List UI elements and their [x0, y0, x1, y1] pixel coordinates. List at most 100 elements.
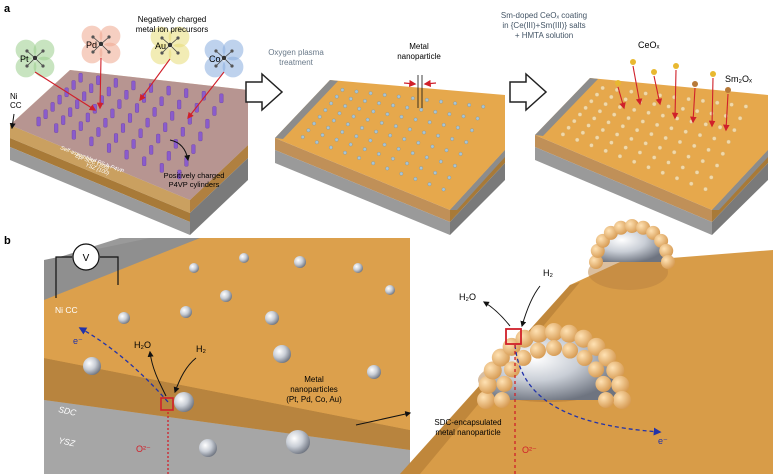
- p4vp-cylinder: [71, 80, 76, 90]
- coated-nanoparticle: [715, 100, 720, 105]
- metal-nanoparticle: [306, 128, 311, 133]
- coated-nanoparticle: [646, 165, 651, 170]
- coated-nanoparticle: [620, 124, 625, 129]
- sdc-bead: [562, 342, 579, 359]
- coated-nanoparticle: [632, 159, 637, 164]
- p4vp-cylinder: [89, 83, 94, 93]
- metal-nanoparticle: [393, 124, 398, 128]
- sdc-bead: [494, 392, 510, 408]
- coated-nanoparticle: [623, 97, 628, 102]
- p4vp-cylinder: [68, 107, 73, 117]
- ion: [710, 71, 716, 77]
- coated-nanoparticle: [726, 139, 731, 145]
- niccA-line: Ni: [10, 92, 18, 101]
- p4vp-cylinder: [159, 163, 164, 173]
- metal-nanoparticle: [441, 123, 446, 127]
- metal-nanoparticle: [391, 103, 395, 108]
- coated-nanoparticle: [692, 143, 697, 149]
- metal-nanoparticle: [413, 117, 418, 122]
- metal-nanoparticle: [433, 110, 438, 114]
- metal-nanoparticle: [362, 147, 367, 152]
- ion: [725, 87, 731, 93]
- sdc-shell-big: [477, 323, 631, 409]
- sdc-bead: [611, 375, 630, 394]
- coated-nanoparticle: [686, 96, 691, 102]
- sdc-bead: [478, 375, 497, 394]
- p4vp-cylinder: [166, 85, 171, 96]
- p4vp-cylinder: [131, 80, 136, 91]
- metal-nanoparticle: [410, 96, 415, 101]
- coated-nanoparticle: [560, 132, 566, 137]
- metal-nanoparticle: [447, 175, 452, 180]
- metal-nanoparticle: [377, 101, 381, 106]
- p4vp-cylinder: [96, 127, 101, 137]
- oxygen-ion-label-inset: O²⁻: [522, 445, 537, 455]
- metal-nanoparticle: [430, 144, 435, 149]
- coated-nanoparticle: [617, 154, 623, 159]
- metal-nanoparticle: [424, 155, 429, 160]
- coated-nanoparticle: [709, 175, 714, 180]
- p4vp-cylinder: [177, 99, 182, 110]
- reaction-site-b: [160, 397, 174, 411]
- p4vp-cylinder: [96, 75, 101, 85]
- panel-b-label: b: [4, 235, 11, 247]
- metal-nanoparticle: [470, 128, 474, 133]
- metal-nanoparticles-b: [83, 253, 395, 457]
- sdc-bead: [588, 361, 605, 378]
- panel-a-label: a: [4, 3, 11, 15]
- coated-nanoparticle: [706, 147, 711, 152]
- p4vp-cylinder: [145, 117, 150, 128]
- p4vp-cylinder: [198, 131, 203, 142]
- step2-line: in {Ce(III)+Sm(III)} salts: [502, 21, 585, 30]
- p4vp-cylinder: [219, 93, 224, 104]
- p4vp-cylinder: [61, 115, 66, 125]
- slab1-top: [10, 70, 248, 200]
- coated-nanoparticle: [589, 99, 594, 104]
- metal-nanoparticle: [388, 133, 393, 138]
- polymer-film: [10, 70, 248, 200]
- metal-nanoparticle: [467, 103, 472, 107]
- coated-nanoparticle: [643, 91, 648, 96]
- electron-label-b: e⁻: [73, 336, 83, 346]
- coated-nanoparticle: [583, 105, 588, 111]
- coated-nanoparticle: [600, 85, 605, 91]
- precursor-label: Pt: [20, 54, 29, 64]
- precTitle-line: metal ion precursors: [136, 25, 208, 34]
- electron-path-inset: [514, 344, 662, 436]
- metal-nanoparticle: [320, 133, 325, 137]
- metal-nanoparticle: [334, 137, 339, 142]
- sdc-bead: [515, 349, 532, 366]
- metal-nanoparticle: [399, 114, 404, 119]
- p4vp-cylinder: [106, 86, 111, 97]
- metal-nanoparticle-b: [273, 345, 291, 363]
- sdc-bead: [477, 391, 495, 409]
- sdc-bead: [598, 348, 617, 367]
- metal-nanoparticle: [374, 129, 378, 134]
- metal-nanoparticle-b: [353, 263, 363, 273]
- p4vp-cylinder: [180, 127, 185, 137]
- sdc-bead: [625, 219, 639, 233]
- coated-nanoparticle: [660, 170, 665, 175]
- coated-nanoparticle: [643, 141, 648, 146]
- metal-nanoparticle: [357, 156, 361, 160]
- metal-nanoparticle: [422, 130, 426, 135]
- metalNp-line: Metal: [409, 42, 429, 51]
- metal-nanoparticle: [453, 101, 457, 106]
- metal-nanoparticle-b: [286, 430, 310, 454]
- step2-line: + HMTA solution: [515, 31, 573, 40]
- sdc-bead: [529, 324, 548, 343]
- p4vp-cylinder: [113, 133, 118, 143]
- coated-nanoparticle: [689, 181, 694, 186]
- npCaption-line: nanoparticles: [290, 385, 338, 394]
- coated-nanoparticle: [594, 135, 600, 140]
- metal-nanoparticle: [357, 106, 362, 111]
- p4vp-cylinder: [78, 121, 83, 131]
- sdc-bead: [595, 375, 612, 392]
- metal-nanoparticle: [439, 99, 443, 104]
- metal-nanoparticle: [436, 133, 440, 138]
- ni-cc-label-b: Ni CC: [55, 305, 78, 315]
- sdc-bead: [598, 392, 614, 408]
- p4vp-cylinder: [120, 123, 125, 133]
